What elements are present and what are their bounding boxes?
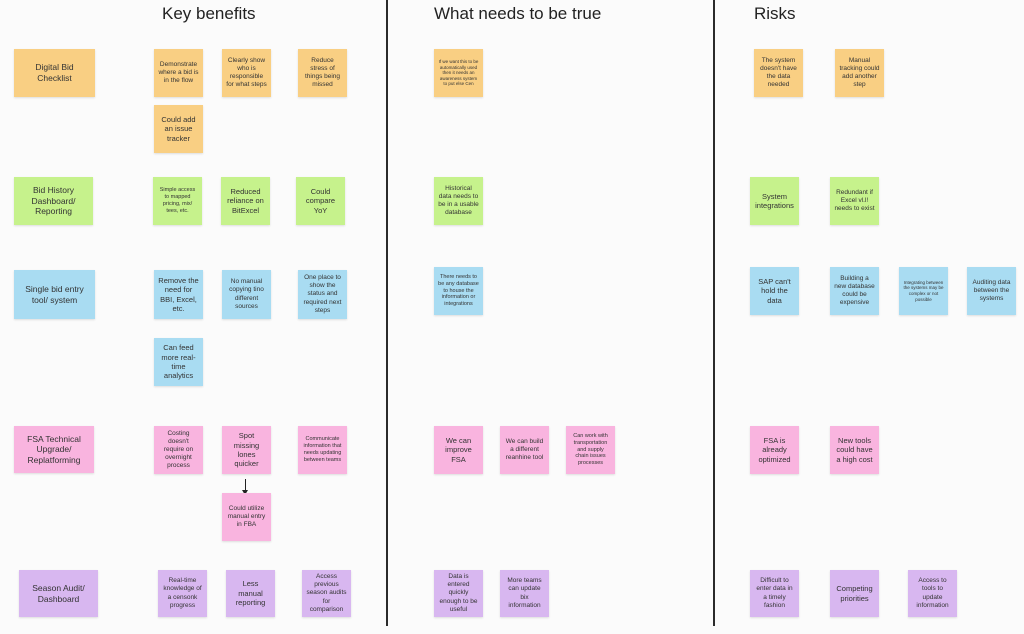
sticky-note-benefit[interactable]: Could compare YoY (296, 177, 345, 225)
sticky-note-risk[interactable]: Manual tracking could add another step (835, 49, 884, 97)
sticky-note-benefit[interactable]: Demonstrate where a bid is in the flow (154, 49, 203, 97)
sticky-note-risk[interactable]: The system doesn't have the data needed (754, 49, 803, 97)
sticky-note-benefit[interactable]: Communicate information that needs updat… (298, 426, 347, 474)
sticky-note-benefit[interactable]: Reduced reliance on BitExcel (221, 177, 270, 225)
row-label-single-bid-entry-tool[interactable]: Single bid entry tool/ system (14, 270, 95, 319)
column-divider-left (386, 0, 388, 626)
sticky-note-benefit[interactable]: Less manual reporting (226, 570, 275, 617)
sticky-note-benefit[interactable]: Remove the need for BBI, Excel, etc. (154, 270, 203, 319)
sticky-note-risk[interactable]: FSA is already optimized (750, 426, 799, 474)
sticky-note-benefit[interactable]: Spot missing lones quicker (222, 426, 271, 474)
row-label-digital-bid-checklist[interactable]: Digital Bid Checklist (14, 49, 95, 97)
sticky-note-risk[interactable]: Building a new database could be expensi… (830, 267, 879, 315)
sticky-note-requirement[interactable]: More teams can update bix information (500, 570, 549, 617)
sticky-note-requirement[interactable]: We can build a different reanhine tool (500, 426, 549, 474)
sticky-note-benefit[interactable]: Simple access to mapped pricing, mix/ te… (153, 177, 202, 225)
sticky-note-risk[interactable]: Competing priorities (830, 570, 879, 617)
sticky-note-risk[interactable]: Integrating between the systems may be c… (899, 267, 948, 315)
sticky-note-requirement[interactable]: Historical data needs to be in a usable … (434, 177, 483, 225)
sticky-note-risk[interactable]: Difficult to enter data in a timely fash… (750, 570, 799, 617)
sticky-note-risk[interactable]: Redundant if Excel vl.l! needs to exist (830, 177, 879, 225)
sticky-note-requirement[interactable]: Can work with transportation and supply … (566, 426, 615, 474)
sticky-note-requirement[interactable]: If we want this to be automatically used… (434, 49, 483, 97)
sticky-note-risk[interactable]: Access to tools to update information (908, 570, 957, 617)
sticky-note-benefit[interactable]: Clearly show who is responsible for what… (222, 49, 271, 97)
row-label-bid-history-dashboard[interactable]: Bid History Dashboard/ Reporting (14, 177, 93, 225)
row-label-season-audit-dashboard[interactable]: Season Audit/ Dashboard (19, 570, 98, 617)
sticky-note-benefit[interactable]: Real-time knowledge of a censonk progres… (158, 570, 207, 617)
sticky-note-risk[interactable]: Auditing data between the systems (967, 267, 1016, 315)
sticky-note-risk[interactable]: SAP can't hold the data (750, 267, 799, 315)
sticky-note-requirement[interactable]: Data is entered quickly enough to be use… (434, 570, 483, 617)
sticky-note-benefit[interactable]: Access previous season audits for compar… (302, 570, 351, 617)
column-divider-right (713, 0, 715, 626)
sticky-note-benefit[interactable]: One place to show the status and require… (298, 270, 347, 319)
sticky-note-benefit[interactable]: Could add an issue tracker (154, 105, 203, 153)
sticky-note-benefit[interactable]: Costing doesn't require on overnight pro… (154, 426, 203, 474)
sticky-note-requirement[interactable]: We can improve FSA (434, 426, 483, 474)
arrow-down-icon (242, 479, 248, 495)
column-title-risks: Risks (754, 4, 796, 23)
column-title-key-benefits: Key benefits (162, 4, 256, 23)
sticky-note-risk[interactable]: New tools could have a high cost (830, 426, 879, 474)
column-title-what-needs-to-be-true: What needs to be true (434, 4, 602, 23)
sticky-note-requirement[interactable]: There needs to be any database to house … (434, 267, 483, 315)
sticky-note-benefit[interactable]: Reduce stress of things being missed (298, 49, 347, 97)
sticky-note-risk[interactable]: System integrations (750, 177, 799, 225)
sticky-note-benefit[interactable]: Could utilize manual entry in FBA (222, 493, 271, 541)
row-label-fsa-technical-upgrade[interactable]: FSA Technical Upgrade/ Replatforming (14, 426, 94, 473)
sticky-note-benefit[interactable]: Can feed more real-time analytics (154, 338, 203, 386)
sticky-note-benefit[interactable]: No manual copying tino different sources (222, 270, 271, 319)
